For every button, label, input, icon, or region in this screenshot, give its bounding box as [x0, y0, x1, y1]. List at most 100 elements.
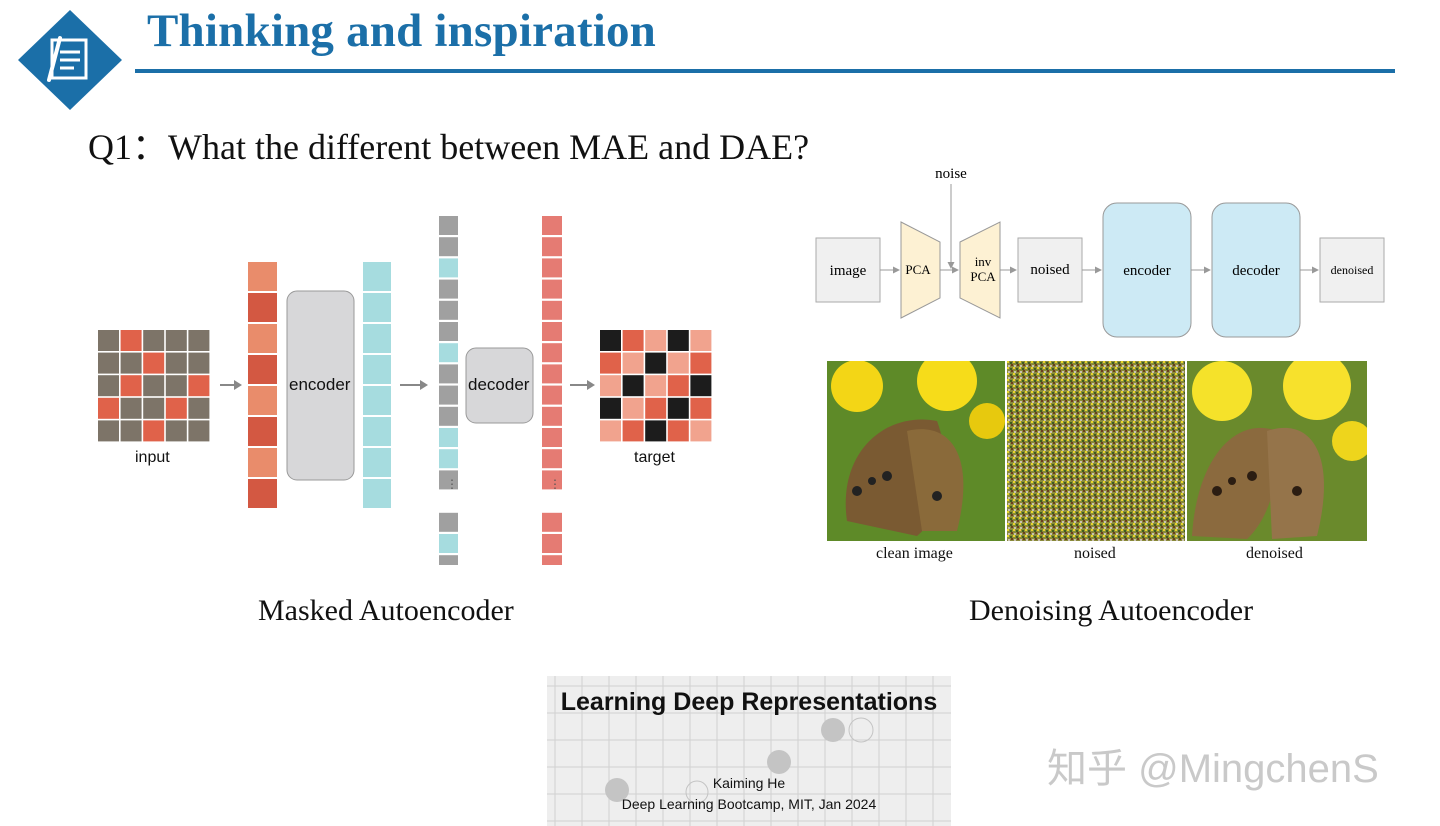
target-patch: [667, 420, 689, 442]
visible-patch: [248, 293, 277, 322]
decoder-input-token: [439, 322, 458, 341]
output-token: [542, 449, 562, 469]
target-patch: [690, 375, 712, 397]
decoder-input-token: [439, 364, 458, 384]
decoder-input-token: [439, 449, 458, 469]
input-patch: [143, 397, 165, 419]
visible-patch: [248, 355, 277, 384]
latent-token: [363, 262, 391, 291]
latent-token: [363, 479, 391, 508]
visible-patch: [248, 386, 277, 415]
target-patch: [622, 420, 644, 442]
target-patch: [600, 397, 621, 419]
output-token: [542, 343, 562, 363]
output-token: [542, 470, 562, 490]
decoder-input-token: [439, 428, 458, 447]
flow-decoder-label: decoder: [1232, 263, 1279, 279]
input-patch: [165, 330, 187, 351]
target-patch: [622, 375, 644, 397]
output-token: [542, 555, 562, 565]
input-patch: [120, 420, 142, 442]
target-patch: [667, 352, 689, 374]
decoder-input-token: [439, 343, 458, 363]
arrow-input-to-patches-head: [234, 380, 242, 390]
output-token: [542, 534, 562, 553]
input-patch: [188, 330, 210, 351]
input-patch: [98, 397, 119, 419]
talk-venue: Deep Learning Bootcamp, MIT, Jan 2024: [621, 796, 877, 812]
mae-caption: Masked Autoencoder: [258, 594, 514, 627]
target-patch: [645, 352, 667, 374]
input-patch: [120, 397, 142, 419]
latent-token: [363, 355, 391, 384]
caption-noised: noised: [1074, 545, 1116, 562]
target-patch: [622, 397, 644, 419]
arrow-latent-to-decoder-input-head: [420, 380, 428, 390]
noised-butterfly-image: [1007, 361, 1185, 541]
dae-caption: Denoising Autoencoder: [969, 594, 1254, 627]
latent-token: [363, 417, 391, 446]
decoder-input-token: [439, 300, 458, 320]
question-text: Q1：What the different between MAE and DA…: [88, 127, 810, 167]
target-patch: [690, 397, 712, 419]
mae-input-label: input: [135, 449, 170, 466]
caption-denoised: denoised: [1246, 545, 1303, 562]
denoised-butterfly-image: [1187, 361, 1367, 541]
input-patch: [98, 352, 119, 374]
watermark: 知乎 @MingchenS: [1047, 747, 1379, 791]
noise-label: noise: [935, 166, 967, 182]
caption-clean-image: clean image: [876, 545, 953, 562]
latent-token: [363, 448, 391, 477]
flow-denoised-label: denoised: [1331, 263, 1374, 277]
decoder-input-token: [439, 534, 458, 553]
output-token: [542, 258, 562, 278]
talk-author: Kaiming He: [712, 775, 786, 791]
output-token: [542, 237, 562, 257]
target-patch: [600, 330, 621, 351]
ellipsis: ⋮: [549, 477, 561, 491]
output-token: [542, 300, 562, 320]
visible-patch: [248, 324, 277, 353]
input-patch: [188, 375, 210, 397]
input-patch: [188, 397, 210, 419]
mae-decoder-label: decoder: [468, 375, 530, 394]
decoder-input-token: [439, 470, 458, 490]
decoder-input-token: [439, 385, 458, 405]
title-underline: [135, 69, 1395, 73]
target-patch: [690, 420, 712, 442]
decoder-block: [465, 347, 534, 424]
target-patch: [600, 352, 621, 374]
visible-patch: [248, 479, 277, 508]
target-patch: [622, 330, 644, 351]
input-patch: [143, 352, 165, 374]
input-patch: [98, 420, 119, 442]
notepad-pen-icon: [18, 10, 122, 110]
target-patch: [645, 420, 667, 442]
decoder-input-token: [439, 216, 458, 235]
output-token: [542, 406, 562, 426]
input-patch: [165, 420, 187, 442]
output-token: [542, 364, 562, 384]
flow-inv-label: inv: [975, 254, 992, 269]
flow-noised-label: noised: [1030, 262, 1070, 278]
target-patch: [600, 375, 621, 397]
input-patch: [165, 375, 187, 397]
target-patch: [690, 352, 712, 374]
go-board-background: [547, 676, 951, 826]
input-patch: [98, 375, 119, 397]
flow-pca-label: PCA: [905, 262, 931, 277]
flow-denoised-box: [1319, 237, 1385, 303]
flow-inv-pca-label: PCA: [970, 269, 996, 284]
output-token: [542, 322, 562, 341]
target-patch: [645, 330, 667, 351]
input-patch: [165, 352, 187, 374]
decoder-input-token: [439, 512, 458, 532]
mae-diagram: ⋮⋮: [98, 216, 712, 565]
latent-token: [363, 324, 391, 353]
input-patch: [188, 352, 210, 374]
latent-token: [363, 293, 391, 322]
decoder-input-token: [439, 555, 458, 565]
target-patch: [645, 375, 667, 397]
input-patch: [165, 397, 187, 419]
target-patch: [667, 330, 689, 351]
